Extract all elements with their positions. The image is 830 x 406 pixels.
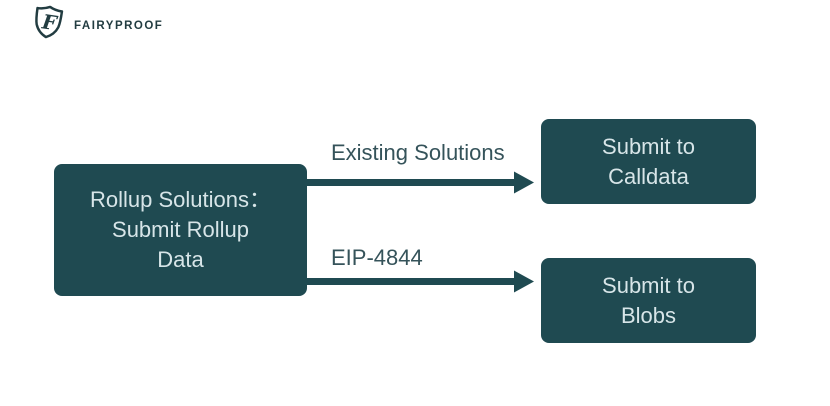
node-text-line: Rollup Solutions： xyxy=(90,187,271,212)
node-text-line: Calldata xyxy=(608,163,689,189)
node-submit-to-blobs: Submit to Blobs xyxy=(541,258,756,343)
node-text-line: Submit to xyxy=(602,272,695,298)
arrowhead-icon xyxy=(514,171,534,194)
arrow-eip-4844 xyxy=(307,270,534,293)
edge-label-existing-solutions: Existing Solutions xyxy=(331,140,505,165)
arrow-existing-solutions xyxy=(307,171,534,194)
fairyproof-logo: F FAIRYPROOF xyxy=(29,3,163,46)
node-submit-to-calldata: Submit to Calldata xyxy=(541,119,756,204)
edge-label-eip-4844: EIP-4844 xyxy=(331,245,423,270)
arrowhead-icon xyxy=(514,270,534,293)
node-text-line: Blobs xyxy=(620,302,677,328)
shield-f-icon: F xyxy=(29,3,67,46)
brand-name: FAIRYPROOF xyxy=(74,19,164,32)
node-text-line: Submit Rollup xyxy=(112,217,249,242)
svg-text:F: F xyxy=(40,9,60,35)
node-text-line: Submit to xyxy=(602,133,695,159)
node-text-line: Data xyxy=(157,247,204,272)
node-rollup-solutions: Rollup Solutions： Submit Rollup Data xyxy=(54,164,307,296)
